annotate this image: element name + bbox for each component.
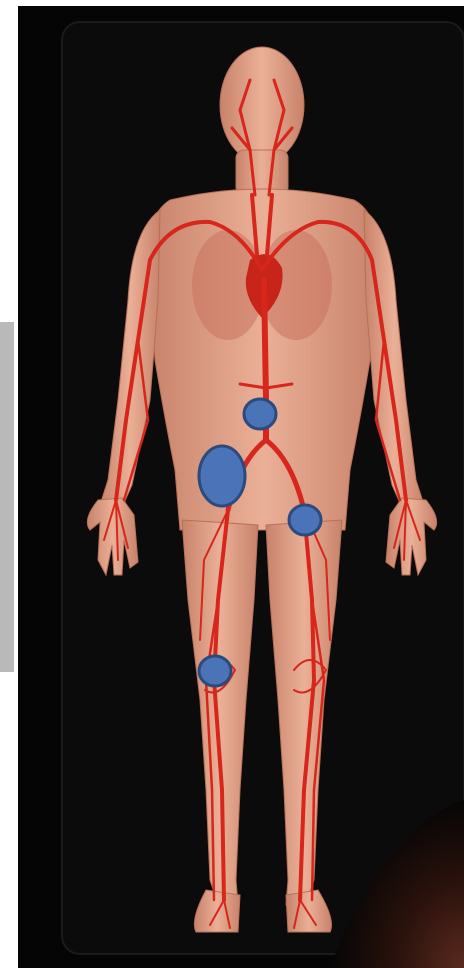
neck: [236, 150, 288, 195]
head: [220, 47, 304, 163]
left-edge-strip: [0, 322, 14, 672]
marker-abdominal-aorta: [244, 399, 276, 429]
marker-left-femoral-artery: [289, 505, 321, 535]
marker-right-iliac-artery: [199, 446, 245, 506]
marker-right-popliteal-artery: [199, 656, 231, 686]
